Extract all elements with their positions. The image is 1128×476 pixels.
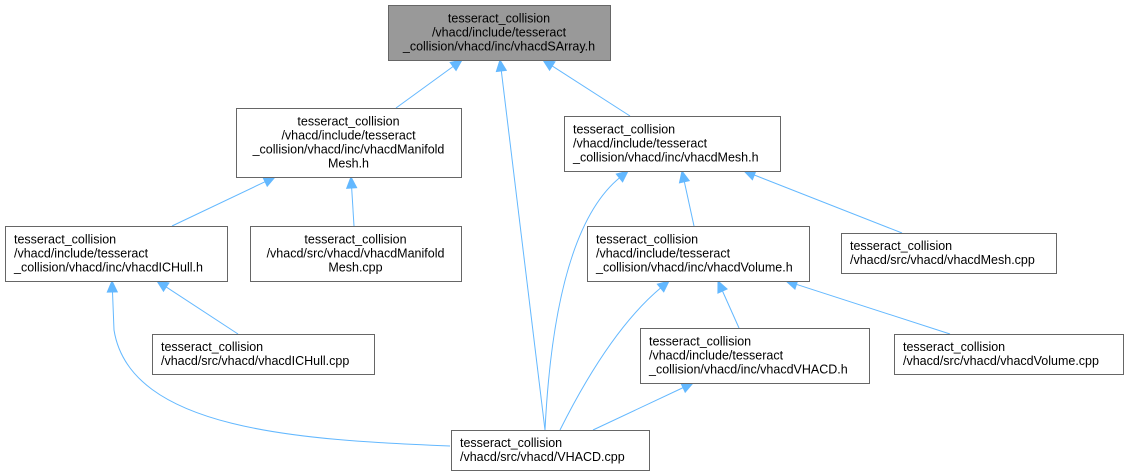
edge-arrowhead: [262, 176, 277, 188]
edge-arrowhead: [615, 170, 629, 183]
edge-arrowhead: [155, 280, 170, 293]
node-label-line: /vhacd/src/vhacd/VHACD.cpp: [460, 450, 625, 464]
edge-arrowhead: [656, 280, 670, 293]
node-ichull-cpp[interactable]: tesseract_collision/vhacd/src/vhacd/vhac…: [152, 334, 375, 375]
edge-line: [165, 286, 239, 335]
node-label-line: _collision/vhacd/inc/vhacdMesh.h: [572, 151, 759, 165]
node-label-line: _collision/vhacd/inc/vhacdVHACD.h: [648, 363, 848, 377]
graph-nodes: tesseract_collision/vhacd/include/tesser…: [5, 5, 1124, 471]
node-label-line: tesseract_collision: [649, 335, 751, 349]
node-label-line: /vhacd/include/tesseract: [432, 26, 567, 40]
node-label-line: /vhacd/include/tesseract: [281, 129, 416, 143]
node-label-line: tesseract_collision: [903, 340, 1005, 354]
node-label-line: _collision/vhacd/inc/vhacdICHull.h: [13, 261, 203, 275]
node-label-line: tesseract_collision: [460, 436, 562, 450]
node-label-line: tesseract_collision: [850, 239, 952, 253]
edge-line: [683, 180, 695, 227]
node-label-line: /vhacd/src/vhacd/vhacdMesh.cpp: [850, 253, 1035, 267]
edge-arrowhead: [678, 169, 691, 184]
node-label-line: _collision/vhacd/inc/vhacdSArray.h: [402, 40, 595, 54]
edge-line: [551, 64, 631, 117]
node-box: [388, 5, 611, 61]
node-label-line: Mesh.cpp: [328, 261, 382, 275]
node-label-line: tesseract_collision: [304, 233, 406, 247]
edge-line: [112, 291, 451, 447]
node-mesh-cpp[interactable]: tesseract_collision/vhacd/src/vhacd/vhac…: [841, 233, 1057, 274]
edge-line: [500, 69, 546, 431]
node-label-line: tesseract_collision: [448, 12, 550, 26]
node-label-line: /vhacd/src/vhacd/vhacdICHull.cpp: [161, 354, 349, 368]
edge-line: [795, 283, 951, 335]
node-manifold-cpp[interactable]: tesseract_collision/vhacd/src/vhacd/vhac…: [250, 226, 462, 282]
edge-ichull-h-to-manifold-h: [171, 176, 277, 227]
node-box: [236, 108, 462, 178]
edge-arrowhead: [541, 59, 556, 72]
node-box: [451, 430, 650, 471]
edge-volume-h-to-mesh-h: [678, 169, 695, 227]
edge-manifold-h-to-sarray: [395, 59, 463, 109]
edge-arrowhead: [495, 58, 508, 73]
node-label-line: tesseract_collision: [596, 233, 698, 247]
edge-arrowhead: [106, 279, 119, 293]
node-label-line: tesseract_collision: [161, 340, 263, 354]
node-box: [250, 226, 462, 282]
node-ichull-h[interactable]: tesseract_collision/vhacd/include/tesser…: [5, 226, 228, 282]
edge-vhacd-cpp-to-mesh-h: [544, 170, 629, 431]
edge-vhacd-cpp-to-sarray: [495, 58, 546, 431]
node-box: [894, 334, 1124, 375]
node-box: [564, 116, 781, 172]
edge-arrowhead: [345, 175, 358, 189]
node-label-line: /vhacd/include/tesseract: [596, 247, 731, 261]
edge-vhacd-cpp-to-vhacd-h: [592, 382, 695, 431]
node-box: [152, 334, 375, 375]
edge-line: [753, 174, 903, 234]
node-box: [5, 226, 228, 282]
edge-arrowhead: [449, 59, 463, 72]
node-box: [841, 233, 1057, 274]
node-volume-cpp[interactable]: tesseract_collision/vhacd/src/vhacd/vhac…: [894, 334, 1124, 375]
node-label-line: /vhacd/include/tesseract: [14, 247, 149, 261]
edge-line: [544, 176, 621, 431]
node-box: [640, 328, 870, 384]
edge-line: [395, 65, 455, 109]
node-label-line: Mesh.h: [328, 157, 369, 171]
node-label-line: /vhacd/include/tesseract: [649, 349, 784, 363]
edge-line: [721, 289, 740, 329]
node-label-line: tesseract_collision: [573, 123, 675, 137]
node-volume-h[interactable]: tesseract_collision/vhacd/include/tesser…: [587, 226, 810, 282]
node-sarray[interactable]: tesseract_collision/vhacd/include/tesser…: [388, 5, 611, 61]
edge-line: [592, 386, 685, 431]
node-label-line: tesseract_collision: [14, 233, 116, 247]
edge-ichull-cpp-to-ichull-h: [155, 280, 239, 335]
edge-manifold-cpp-to-manifold-h: [345, 175, 358, 227]
node-label-line: /vhacd/src/vhacd/vhacdManifold: [267, 247, 445, 261]
edge-vhacd-cpp-to-ichull-h: [106, 279, 451, 447]
edge-mesh-h-to-sarray: [541, 59, 631, 117]
edge-line: [171, 180, 267, 227]
edge-mesh-cpp-to-mesh-h: [742, 169, 903, 234]
node-label-line: _collision/vhacd/inc/vhacdManifold: [252, 143, 445, 157]
node-manifold-h[interactable]: tesseract_collision/vhacd/include/tesser…: [236, 108, 462, 178]
edge-line: [559, 287, 662, 431]
node-label-line: /vhacd/include/tesseract: [573, 137, 708, 151]
edge-arrowhead: [680, 382, 695, 394]
node-vhacd-cpp[interactable]: tesseract_collision/vhacd/src/vhacd/VHAC…: [451, 430, 650, 471]
node-label-line: _collision/vhacd/inc/vhacdVolume.h: [595, 261, 793, 275]
edge-line: [351, 186, 355, 227]
edge-vhacd-cpp-to-volume-h: [559, 280, 670, 431]
node-label-line: tesseract_collision: [297, 115, 399, 129]
edge-volume-cpp-to-volume-h: [784, 279, 951, 335]
graph-edges: [106, 58, 951, 447]
node-mesh-h[interactable]: tesseract_collision/vhacd/include/tesser…: [564, 116, 781, 172]
node-vhacd-h[interactable]: tesseract_collision/vhacd/include/tesser…: [640, 328, 870, 384]
node-label-line: /vhacd/src/vhacd/vhacdVolume.cpp: [903, 354, 1099, 368]
node-box: [587, 226, 810, 282]
edge-vhacd-h-to-volume-h: [717, 279, 740, 329]
edge-arrowhead: [717, 279, 728, 294]
